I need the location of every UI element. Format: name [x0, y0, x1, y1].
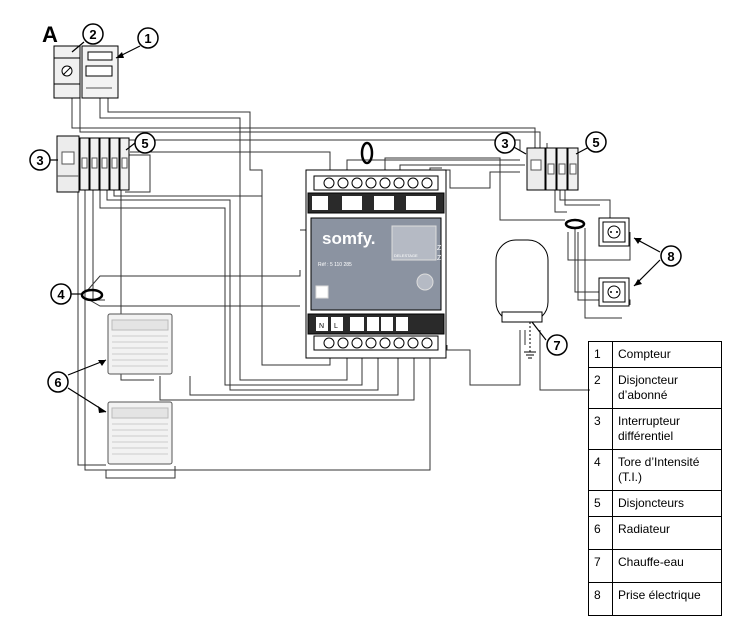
legend-row: 7 Chauffe-eau [588, 549, 722, 583]
legend-label: Disjoncteurs [612, 490, 722, 517]
legend-number: 8 [588, 582, 613, 616]
legend-row: 1 Compteur [588, 341, 722, 368]
current-transformer-ring [80, 288, 104, 302]
radiator-1 [107, 313, 173, 375]
rcd-left [56, 135, 80, 193]
legend-number: 2 [588, 367, 613, 409]
socket-2 [598, 277, 630, 307]
legend-table: 1 Compteur 2 Disjoncteur d’abonné 3 Inte… [588, 341, 722, 616]
rcd-right [526, 147, 546, 191]
legend-row: 8 Prise électrique [588, 582, 722, 616]
legend-row: 6 Radiateur [588, 516, 722, 550]
callout-8: 8 [667, 249, 674, 264]
n-terminal-label: N [319, 323, 324, 330]
legend-row: 5 Disjoncteurs [588, 490, 722, 517]
breakers-right [545, 147, 579, 191]
z1-label: Z1 [437, 245, 445, 252]
socket-1 [598, 217, 630, 247]
delestage-label: DELESTAGE [394, 253, 418, 258]
callout-3-left: 3 [36, 153, 43, 168]
callout-4: 4 [57, 287, 65, 302]
legend-row: 4 Tore d’Intensité (T.I.) [588, 449, 722, 491]
callout-2: 2 [89, 27, 96, 42]
legend-number: 5 [588, 490, 613, 517]
legend-number: 3 [588, 408, 613, 450]
legend-row: 2 Disjoncteur d’abonné [588, 367, 722, 409]
callout-1: 1 [144, 31, 151, 46]
legend-label: Compteur [612, 341, 722, 368]
legend-number: 6 [588, 516, 613, 550]
legend-number: 1 [588, 341, 613, 368]
callout-7: 7 [553, 338, 560, 353]
legend-number: 7 [588, 549, 613, 583]
current-transformer-ring-top [360, 141, 374, 165]
callout-5-right: 5 [592, 135, 599, 150]
callout-5-left: 5 [141, 136, 148, 151]
callout-3-right: 3 [501, 136, 508, 151]
device-ref: Réf : 5 110 285 [318, 262, 352, 268]
l-terminal-label: L [334, 323, 338, 330]
callout-6: 6 [54, 375, 61, 390]
z2-label: Z2 [437, 255, 445, 262]
breakers-left [79, 137, 130, 191]
legend-label: Interrupteur différentiel [612, 408, 722, 450]
current-transformer-ring-right [564, 218, 586, 230]
legend-label: Disjoncteur d’abonné [612, 367, 722, 409]
legend-row: 3 Interrupteur différentiel [588, 408, 722, 450]
figure-letter: A [42, 22, 58, 47]
main-breaker [53, 45, 81, 99]
legend-number: 4 [588, 449, 613, 491]
legend-label: Radiateur [612, 516, 722, 550]
legend-label: Prise électrique [612, 582, 722, 616]
legend-label: Chauffe-eau [612, 549, 722, 583]
brand-logo: somfy. [322, 229, 376, 248]
radiator-2 [107, 401, 173, 465]
meter [81, 45, 119, 99]
somfy-load-shedder [305, 169, 447, 359]
legend-label: Tore d’Intensité (T.I.) [612, 449, 722, 491]
water-heater [495, 239, 549, 359]
